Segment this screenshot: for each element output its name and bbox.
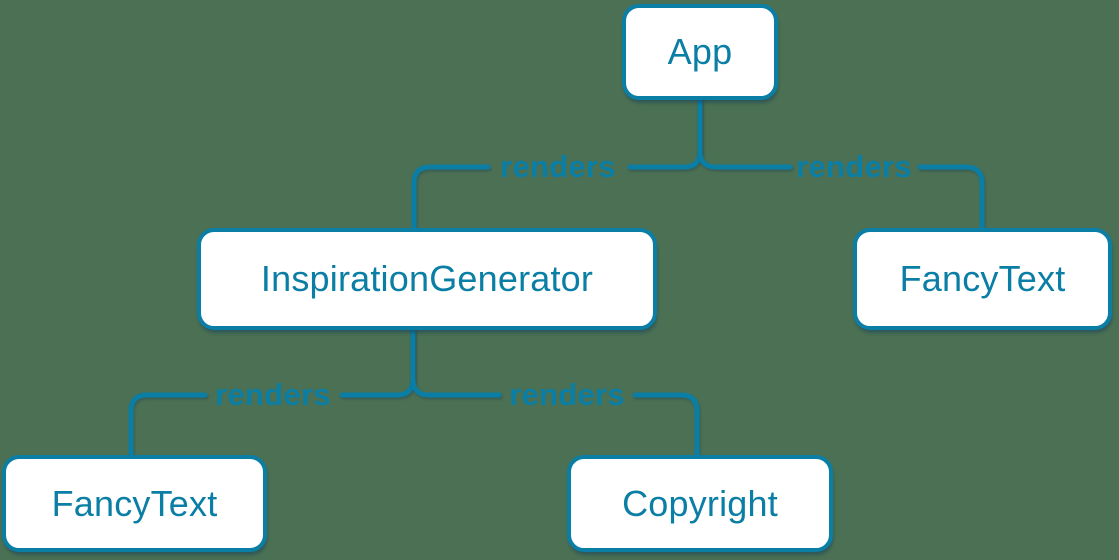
edge-label-renders-ig-right: renders bbox=[509, 377, 625, 412]
node-label: App bbox=[667, 31, 733, 72]
edge-label-renders-ig-left: renders bbox=[215, 377, 331, 412]
node-label: FancyText bbox=[51, 482, 218, 524]
tree-node-app: App bbox=[622, 4, 778, 100]
tree-node-fancy-text-left: FancyText bbox=[2, 455, 267, 552]
tree-node-copyright: Copyright bbox=[567, 455, 833, 552]
tree-node-inspiration-generator: InspirationGenerator bbox=[197, 228, 657, 330]
node-label: Copyright bbox=[622, 482, 778, 524]
node-label: InspirationGenerator bbox=[260, 258, 594, 299]
tree-node-fancy-text-right: FancyText bbox=[853, 228, 1112, 330]
node-label: FancyText bbox=[899, 258, 1066, 299]
edge-label-renders-app-left: renders bbox=[500, 149, 616, 184]
edge-path-inspiration-generator-to-copyright bbox=[410, 327, 700, 458]
edge-label-renders-app-right: renders bbox=[796, 149, 912, 184]
edge-path-app-to-fancy-text-right bbox=[697, 97, 985, 231]
